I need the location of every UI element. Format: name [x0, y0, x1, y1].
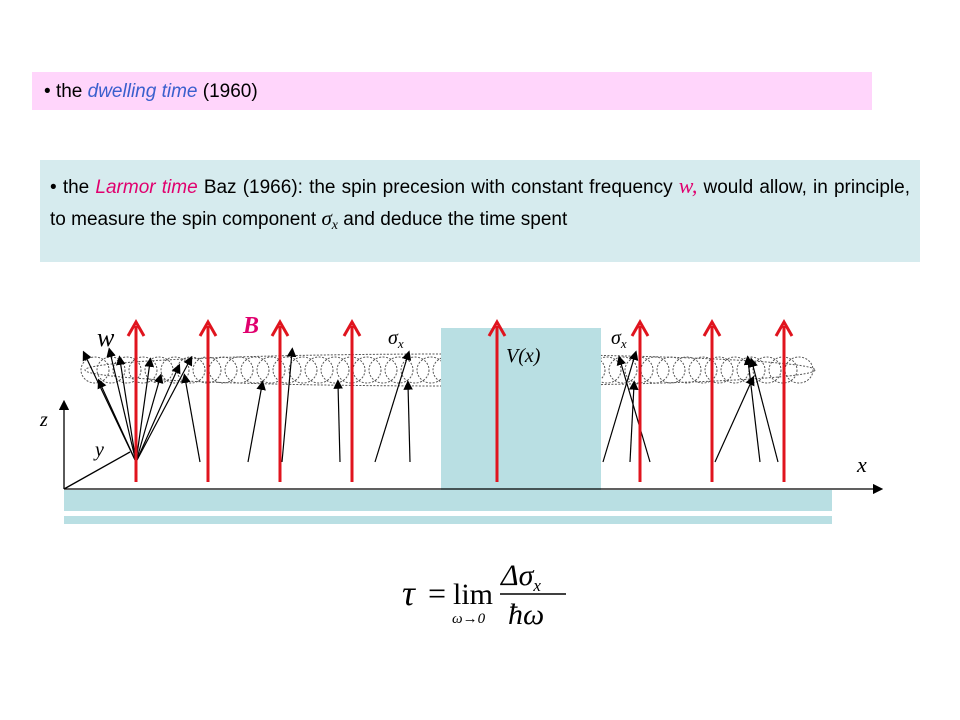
b-field-arrow-head: [342, 318, 362, 337]
precession-loop: [688, 356, 718, 384]
label-B: B: [242, 313, 259, 339]
spin-vector: [247, 380, 266, 463]
ground-strip-lower: [64, 516, 832, 524]
sigma-symbol: σ: [321, 206, 332, 230]
box2-text2: would allow, in principle, to measure th…: [50, 177, 910, 230]
precession-loop: [400, 356, 430, 384]
larmor-time-box: • the Larmor time Baz (1966): the spin p…: [40, 160, 920, 262]
precession-loop: [128, 356, 158, 384]
precession-loop: [752, 356, 782, 384]
precession-loop: [416, 356, 446, 384]
formula-equals: =: [428, 575, 446, 611]
precession-loop: [288, 356, 318, 384]
spin-vector: [135, 355, 193, 463]
precession-loop: [656, 356, 686, 384]
precession-loop: [304, 356, 334, 384]
label-potential: V(x): [506, 345, 541, 367]
precession-loop: [784, 356, 814, 384]
precession-loop: [80, 356, 110, 384]
precession-loop: [672, 356, 702, 384]
spin-vector: [628, 380, 639, 463]
spin-vector: [281, 347, 297, 463]
b-field-arrow-head: [198, 318, 218, 337]
box1-prefix: the: [55, 81, 88, 102]
label-z: z: [39, 409, 48, 431]
y-axis: [63, 451, 131, 490]
spin-vector: [714, 375, 755, 463]
label-sigma-right: σx: [611, 327, 627, 351]
label-y: y: [93, 439, 104, 461]
precession-loop: [704, 356, 734, 384]
b-field-arrow-head: [270, 318, 290, 337]
precession-loop: [736, 356, 766, 384]
precession-loop: [208, 356, 238, 384]
precession-loop: [160, 356, 190, 384]
spin-vector: [333, 379, 343, 463]
spin-vector: [97, 378, 137, 463]
box2-text3: and deduce the time spent: [338, 209, 568, 230]
omega-symbol: w,: [678, 173, 698, 198]
b-field-arrow-head: [630, 318, 650, 337]
spin-vector: [135, 357, 155, 463]
spin-vector: [748, 357, 779, 463]
larmor-time-formula: τ = lim ω→0 Δσx ħω: [402, 559, 566, 631]
ground-strip: [64, 490, 832, 511]
bullet: •: [44, 81, 51, 102]
formula-denominator: ħω: [508, 598, 544, 631]
larmor-time-term: Larmor time: [95, 177, 198, 198]
label-w: w: [97, 323, 115, 352]
formula-numerator: Δσx: [500, 559, 541, 595]
precession-loop: [320, 356, 350, 384]
magnetic-field-arrows: [126, 318, 794, 482]
box2-text1: Baz (1966): the spin precesion with cons…: [197, 177, 679, 198]
spin-vectors: [82, 347, 779, 463]
precession-loop: [256, 356, 286, 384]
spin-vector: [106, 347, 137, 463]
precession-loop: [96, 356, 126, 384]
dwelling-time-box: • the dwelling time (1960): [32, 72, 872, 110]
precession-loop: [640, 356, 670, 384]
formula-tau: τ: [402, 573, 416, 613]
dwelling-time-term: dwelling time: [87, 81, 198, 102]
spin-vector: [374, 350, 412, 463]
bullet: •: [50, 177, 57, 198]
sigma-subscript: x: [331, 218, 339, 233]
spin-vector: [135, 363, 181, 463]
formula-lim: lim: [453, 578, 493, 611]
b-field-arrow-head: [487, 318, 507, 337]
potential-barrier: [441, 328, 601, 490]
b-field-arrow-head: [702, 318, 722, 337]
precession-loop: [176, 356, 206, 384]
spin-vector: [181, 373, 201, 463]
precession-loop: [240, 356, 270, 384]
b-field-arrow-head: [774, 318, 794, 337]
beam-envelope: [84, 353, 816, 387]
spin-vector: [403, 380, 413, 463]
precession-loop: [384, 356, 414, 384]
precession-loop: [272, 356, 302, 384]
precession-loop: [368, 356, 398, 384]
spin-vector: [743, 355, 761, 463]
formula-lim-sub: ω→0: [452, 611, 486, 627]
box1-suffix: (1960): [197, 81, 258, 102]
box2-prefix: the: [62, 177, 96, 198]
precession-loop: [224, 356, 254, 384]
label-x: x: [856, 452, 867, 477]
precession-loop: [112, 356, 142, 384]
b-field-arrow-head: [126, 318, 146, 337]
label-sigma-left: σx: [388, 327, 404, 351]
spin-vector: [616, 355, 651, 463]
spin-vector: [116, 355, 137, 463]
precession-loop: [352, 356, 382, 384]
spin-vector: [135, 373, 164, 463]
spin-vector: [602, 350, 639, 463]
